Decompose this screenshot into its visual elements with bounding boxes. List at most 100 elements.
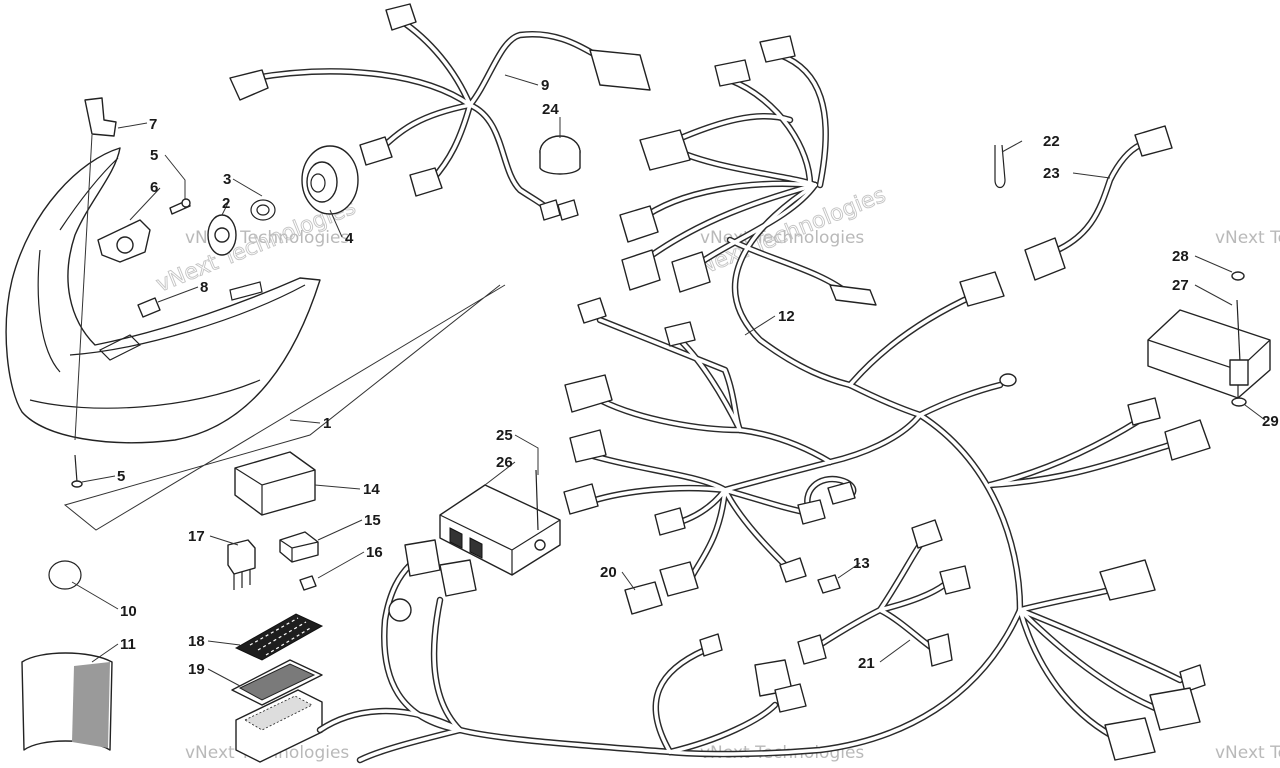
callout-5: 5 bbox=[150, 147, 158, 164]
assembly-bracket-line bbox=[63, 284, 506, 531]
connector bbox=[388, 598, 412, 622]
connector bbox=[1024, 237, 1066, 281]
wire-harness-segment-core bbox=[668, 608, 1022, 756]
protective-sleeve bbox=[21, 652, 113, 751]
wire-harness-segment bbox=[826, 411, 924, 466]
connector bbox=[774, 683, 807, 713]
connector bbox=[827, 481, 856, 505]
callout-21: 21 bbox=[858, 655, 875, 672]
callout-6: 6 bbox=[150, 179, 158, 196]
headlight-housing bbox=[5, 147, 321, 444]
bulb-socket bbox=[97, 219, 151, 263]
callout-27: 27 bbox=[1172, 277, 1189, 294]
connector bbox=[699, 633, 723, 657]
callout-16: 16 bbox=[366, 544, 383, 561]
connector bbox=[639, 129, 691, 171]
connector bbox=[557, 199, 579, 221]
screw-bottom bbox=[71, 454, 83, 488]
wire-harness-segment-core bbox=[878, 543, 922, 612]
ring-terminal bbox=[999, 373, 1017, 387]
connector bbox=[1104, 717, 1156, 761]
connector bbox=[1164, 419, 1211, 461]
callout-7: 7 bbox=[149, 116, 157, 133]
wire-harness-segment-core bbox=[848, 293, 977, 387]
connector bbox=[959, 271, 1005, 307]
relay-mini bbox=[227, 539, 256, 590]
connector bbox=[577, 297, 607, 324]
callout-8: 8 bbox=[200, 279, 208, 296]
clamp-ring bbox=[48, 560, 82, 590]
wire-harness-segment-core bbox=[918, 413, 1022, 612]
buzzer bbox=[539, 135, 581, 175]
wire-harness-segment-core bbox=[733, 183, 852, 387]
wire-harness-segment-core bbox=[432, 598, 462, 732]
callout-15: 15 bbox=[364, 512, 381, 529]
screw-top bbox=[169, 198, 191, 215]
wire-harness-segment-core bbox=[1018, 608, 1122, 742]
connector bbox=[664, 321, 696, 347]
wire-harness-segment-core bbox=[1043, 143, 1142, 257]
connector bbox=[797, 634, 827, 665]
wire-harness-segment-core bbox=[253, 69, 472, 107]
callout-4: 4 bbox=[345, 230, 354, 247]
callout-11: 11 bbox=[120, 636, 136, 653]
wire-harness-segment-core bbox=[358, 728, 462, 762]
wire-harness-segment-core bbox=[653, 648, 707, 754]
callout-24: 24 bbox=[542, 101, 559, 118]
connector bbox=[659, 561, 699, 597]
fuse-box-gasket bbox=[231, 659, 323, 706]
fuse-block bbox=[235, 689, 323, 763]
wire-harness-segment bbox=[466, 101, 552, 214]
callout-25: 25 bbox=[496, 427, 513, 444]
connector bbox=[1134, 125, 1173, 157]
wire-harness-segment-core bbox=[643, 183, 817, 262]
fuse bbox=[299, 575, 317, 591]
headlight-clip bbox=[137, 297, 161, 318]
wire-harness-segment-core bbox=[678, 338, 742, 432]
wire-harness-segment bbox=[596, 396, 834, 466]
wire-harness-segment-core bbox=[813, 608, 882, 650]
sensor-connector bbox=[624, 581, 663, 615]
wire-harness-segment bbox=[846, 291, 979, 389]
watermark: vNext Technologies bbox=[1215, 743, 1280, 763]
fuse-panel-label bbox=[234, 613, 324, 661]
callout-18: 18 bbox=[188, 633, 205, 650]
callout-17: 17 bbox=[188, 528, 205, 545]
wire-harness-segment-core bbox=[598, 398, 832, 464]
callout-26: 26 bbox=[496, 454, 513, 471]
wire-harness-segment-core bbox=[598, 318, 742, 432]
connector bbox=[1127, 397, 1161, 426]
callout-12: 12 bbox=[778, 308, 795, 325]
wire-harness-segment-core bbox=[1018, 588, 1112, 612]
wire-harness-segment-core bbox=[778, 53, 828, 187]
connector bbox=[385, 3, 417, 31]
cable-tie bbox=[994, 144, 1006, 189]
callout-23: 23 bbox=[1043, 165, 1060, 182]
wire-harness-segment-core bbox=[848, 383, 922, 417]
wire-harness-segment bbox=[916, 411, 1024, 614]
connector bbox=[1149, 687, 1201, 731]
callout-10: 10 bbox=[120, 603, 137, 620]
wire-harness-segment-core bbox=[728, 78, 812, 187]
connector bbox=[564, 374, 613, 413]
headlight-bracket bbox=[74, 97, 117, 441]
relay-module bbox=[234, 451, 316, 516]
connector bbox=[797, 499, 826, 525]
callout-2: 2 bbox=[222, 195, 230, 212]
wire-harness-segment-core bbox=[878, 608, 937, 652]
callout-20: 20 bbox=[600, 564, 617, 581]
connector bbox=[779, 557, 807, 583]
voltage-regulator bbox=[1147, 271, 1271, 407]
connector bbox=[589, 49, 651, 91]
wire-harness-segment-core bbox=[723, 460, 832, 492]
wire-harness-segment-core bbox=[1018, 608, 1162, 712]
dust-cover bbox=[301, 145, 359, 215]
plug-connector bbox=[817, 574, 841, 594]
connector bbox=[229, 69, 269, 101]
watermark: vNext Technologies bbox=[1215, 228, 1280, 248]
wire-harness-segment-core bbox=[988, 418, 1142, 487]
connector bbox=[569, 429, 607, 463]
connector bbox=[1099, 559, 1156, 601]
leader-lines bbox=[71, 74, 1266, 687]
